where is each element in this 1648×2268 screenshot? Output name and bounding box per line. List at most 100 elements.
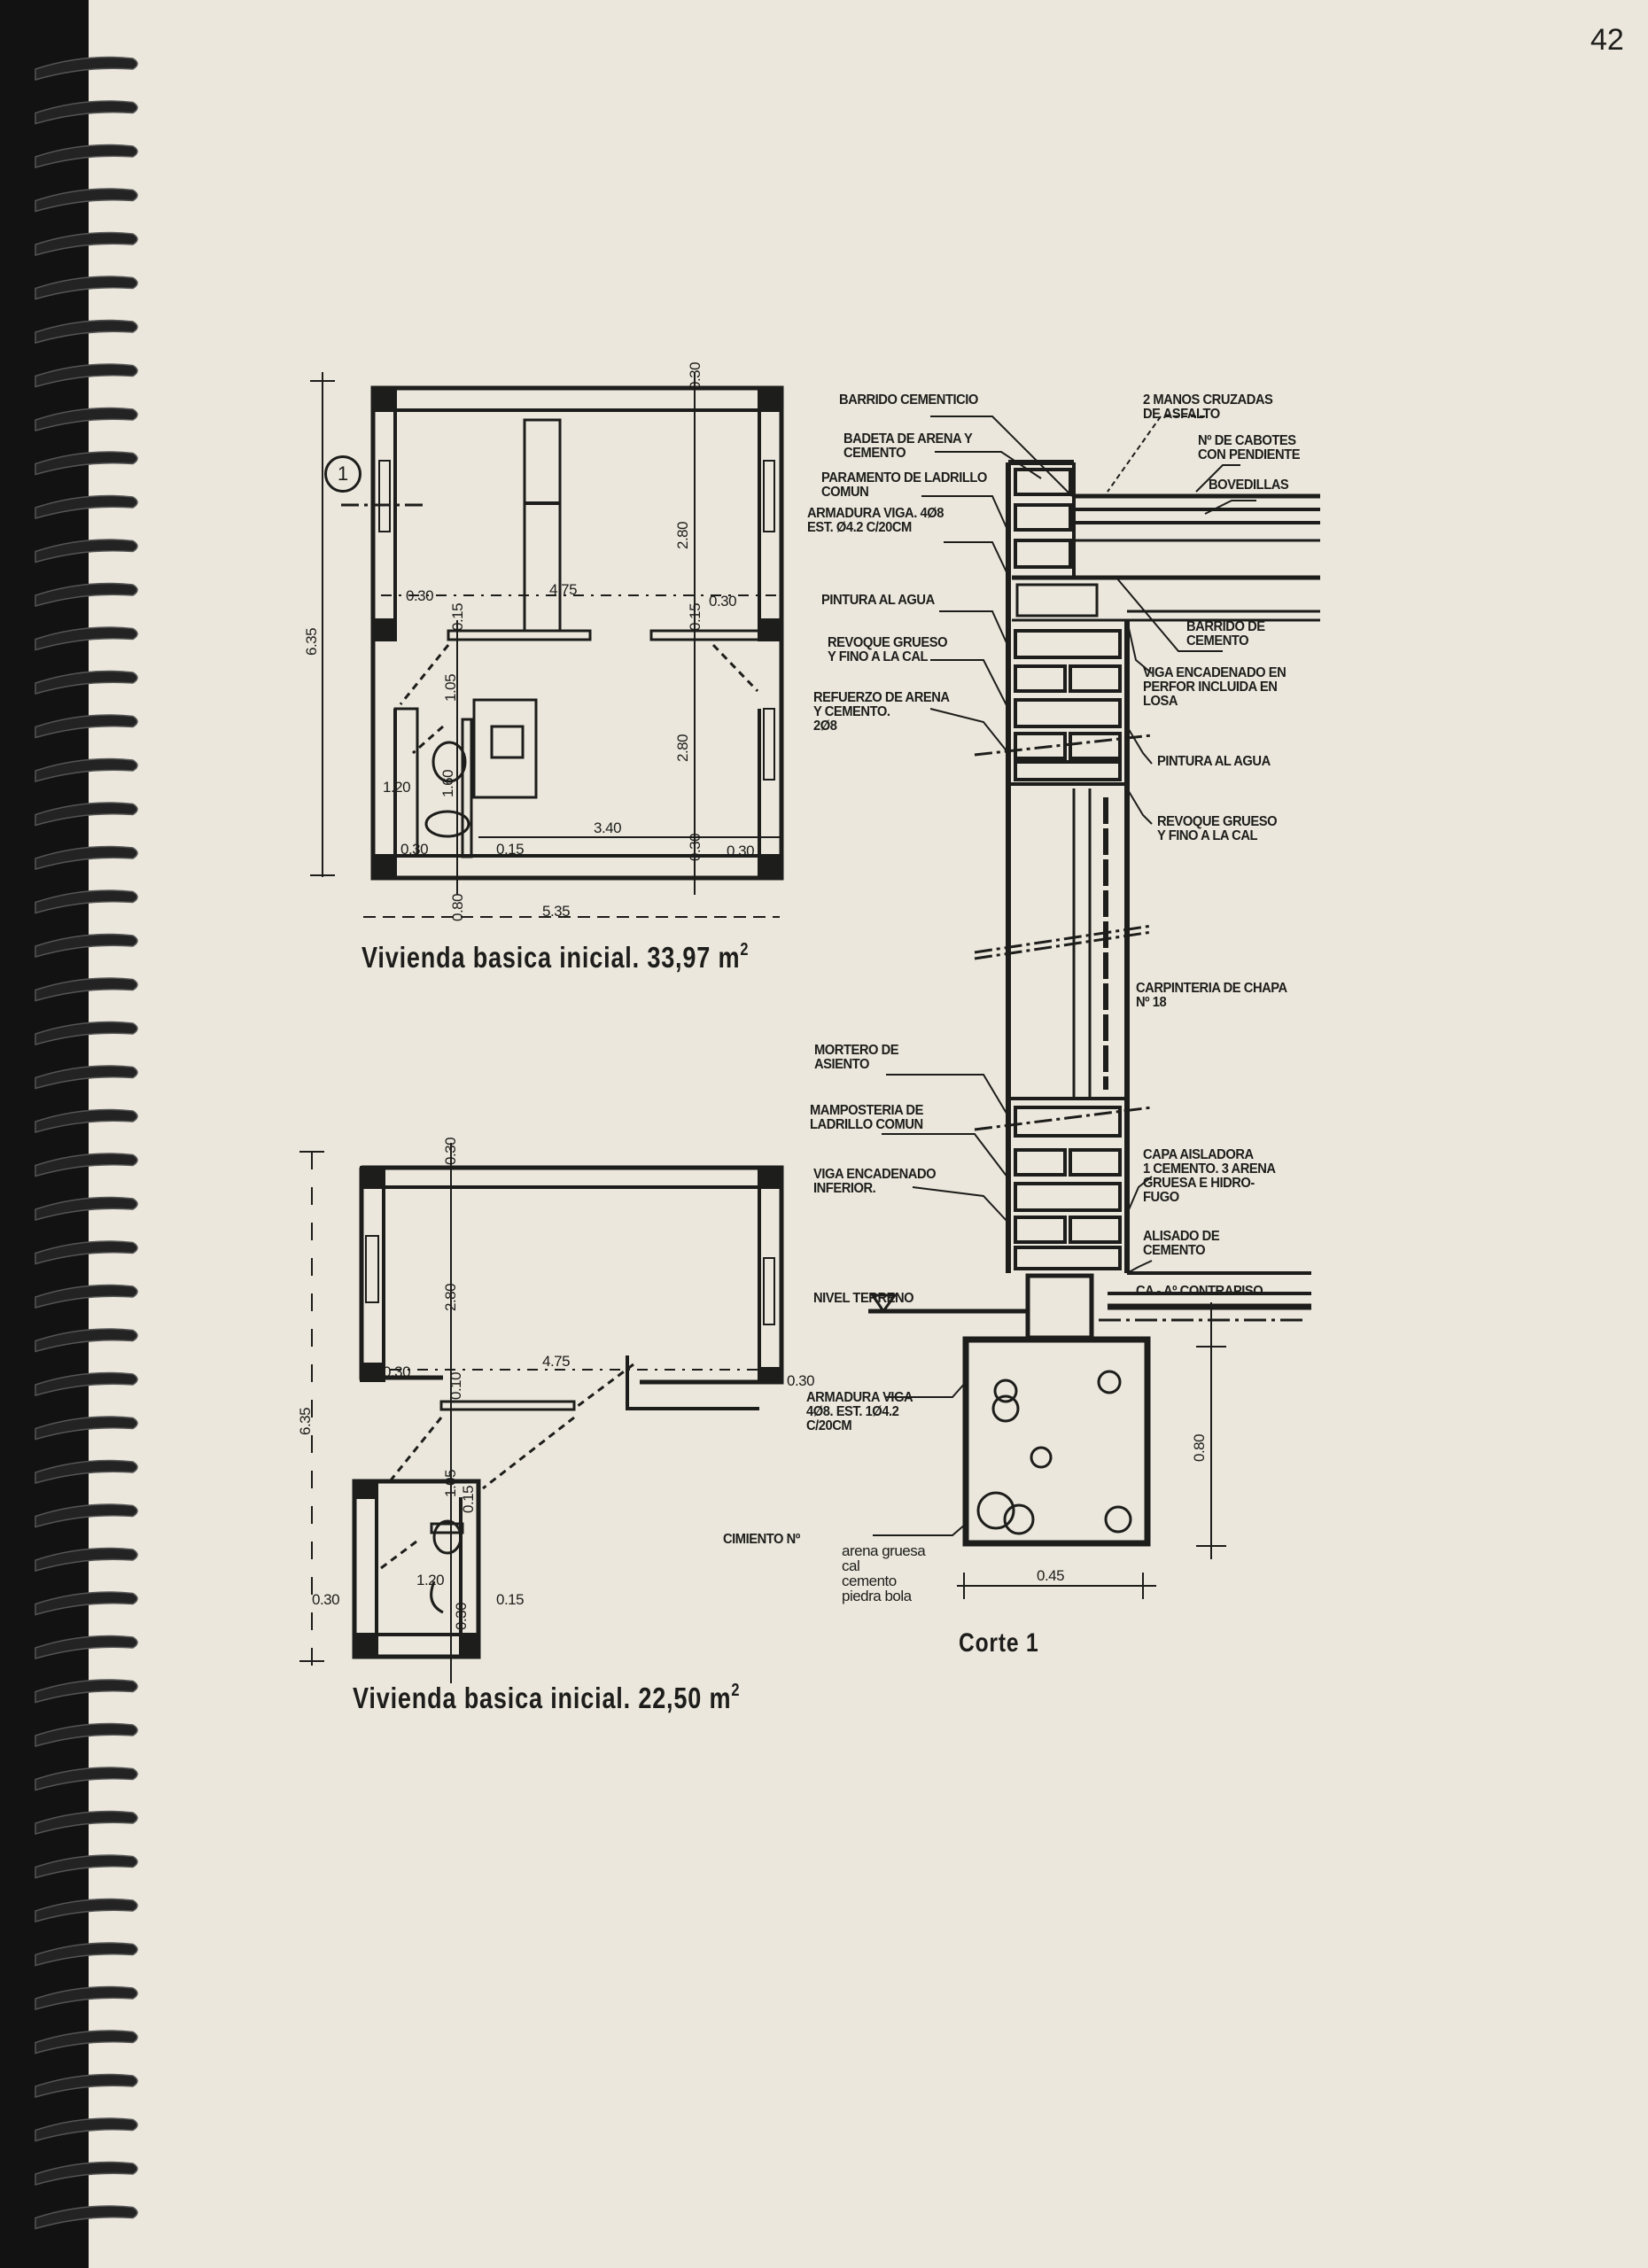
dimension-label: 0.15 <box>460 1485 477 1513</box>
floor-plan-2-lines <box>299 1143 784 1683</box>
section-label-barrido: BARRIDO CEMENTICIO <box>839 392 978 408</box>
label-line: gruesa e hidro- <box>1143 1176 1255 1191</box>
section-label-bovedillas: BOVEDILLAS <box>1209 478 1289 493</box>
binding-ring <box>35 1284 138 1309</box>
section-label-contrapiso: CA - Aº CONTRAPISO <box>1136 1284 1263 1299</box>
binding-ring <box>35 757 138 782</box>
dimension-label: 2.80 <box>674 521 691 549</box>
dimension-label: 0.30 <box>383 1363 411 1380</box>
label-line: 2Ø8 <box>813 718 837 734</box>
label-line: piedra bola <box>842 1588 912 1604</box>
brick <box>1014 760 1122 781</box>
label-line: MORTERO DE <box>814 1043 899 1058</box>
binding-ring <box>35 1722 138 1747</box>
brick <box>1069 664 1122 693</box>
section-title: Corte 1 <box>959 1628 1039 1658</box>
binding-ring <box>35 1065 138 1090</box>
binding-ring <box>35 1810 138 1835</box>
section-label-pintura-2: PINTURA AL AGUA <box>1157 754 1271 769</box>
label-line: CARPINTERIA DE CHAPA <box>1136 981 1287 996</box>
brick <box>1014 1106 1122 1138</box>
brick <box>1014 732 1067 760</box>
binding-ring <box>35 1371 138 1396</box>
dimension-label: 4.75 <box>542 1353 571 1370</box>
label-line: MAMPOSTERIA DE <box>810 1103 923 1118</box>
brick <box>1014 1148 1067 1177</box>
binding-ring <box>35 626 138 651</box>
binding-ring <box>35 582 138 607</box>
label-line: ARMADURA VIGA. 4Ø8 <box>807 506 944 521</box>
label-line: Nº 18 <box>1136 995 1167 1010</box>
binding-ring <box>35 231 138 256</box>
binding-ring <box>35 1942 138 1967</box>
dimension-label: 0.30 <box>442 1137 459 1165</box>
label-line: Y FINO A LA CAL <box>1157 828 1258 843</box>
plan-1-unit: m <box>718 941 741 974</box>
binding-ring <box>35 845 138 870</box>
label-line: ASIENTO <box>814 1057 869 1072</box>
label-line: LOSA <box>1143 694 1178 709</box>
binding-ring <box>35 1108 138 1133</box>
section-label-pintura-1: PINTURA AL AGUA <box>821 593 935 608</box>
wall-section-lines <box>868 416 1320 1599</box>
binding-ring <box>35 188 138 213</box>
binding-ring <box>35 714 138 739</box>
binding-ring <box>35 2117 138 2142</box>
label-line: CEMENTO <box>843 446 906 461</box>
dimension-label: 0.30 <box>709 593 737 610</box>
plan-2-title: Vivienda basica inicial. 22,50 m2 <box>353 1682 740 1713</box>
label-line: REFUERZO DE ARENA <box>813 690 950 705</box>
binding-ring <box>35 1459 138 1484</box>
dimension-label: 0.15 <box>496 1591 525 1608</box>
brick <box>1014 539 1072 569</box>
dimension-label: 2.80 <box>674 734 691 762</box>
label-line: arena gruesa <box>842 1542 926 1559</box>
dimension-label: 0.30 <box>787 1372 815 1389</box>
label-line: fugo <box>1143 1190 1179 1205</box>
dimension-label: 0.15 <box>449 602 466 631</box>
label-line: 1 cemento. 3 arena <box>1143 1161 1276 1177</box>
section-label-cimiento: CIMIENTO Nº <box>723 1532 800 1547</box>
label-line: REVOQUE GRUESO <box>1157 814 1278 829</box>
binding-ring <box>35 889 138 914</box>
label-line: PARAMENTO DE LADRILLO <box>821 470 987 485</box>
binding-ring <box>35 802 138 827</box>
brick <box>1014 468 1072 496</box>
dimension-label: 0.30 <box>727 843 755 859</box>
binding-ring <box>35 494 138 519</box>
dimension-label: 1.20 <box>383 779 411 796</box>
dimension-label: 0.30 <box>312 1591 340 1608</box>
binding-ring <box>35 451 138 476</box>
binding-ring <box>35 1416 138 1441</box>
binding-ring <box>35 276 138 300</box>
dimension-label: 0.30 <box>406 587 434 604</box>
binding-ring <box>35 2073 138 2098</box>
binding-ring <box>35 363 138 388</box>
binding-ring <box>35 2161 138 2186</box>
label-line: VIGA ENCADENADO EN <box>1143 665 1287 680</box>
label-line: CEMENTO <box>1186 633 1249 649</box>
brick <box>1069 1148 1122 1177</box>
label-line: PERFOR INCLUIDA EN <box>1143 680 1278 695</box>
binding-ring <box>35 1153 138 1177</box>
binding-ring <box>35 1679 138 1704</box>
label-line: cemento <box>842 1573 897 1589</box>
binding-ring <box>35 670 138 695</box>
brick <box>1014 1246 1122 1270</box>
label-line: 2 MANOS CRUZADAS <box>1143 392 1273 408</box>
label-line: ALISADO DE <box>1143 1229 1220 1244</box>
brick <box>1014 1182 1122 1212</box>
dimension-label: 1.05 <box>442 673 459 702</box>
binding-rings <box>35 56 138 2230</box>
label-line: BARRIDO DE <box>1186 619 1265 634</box>
